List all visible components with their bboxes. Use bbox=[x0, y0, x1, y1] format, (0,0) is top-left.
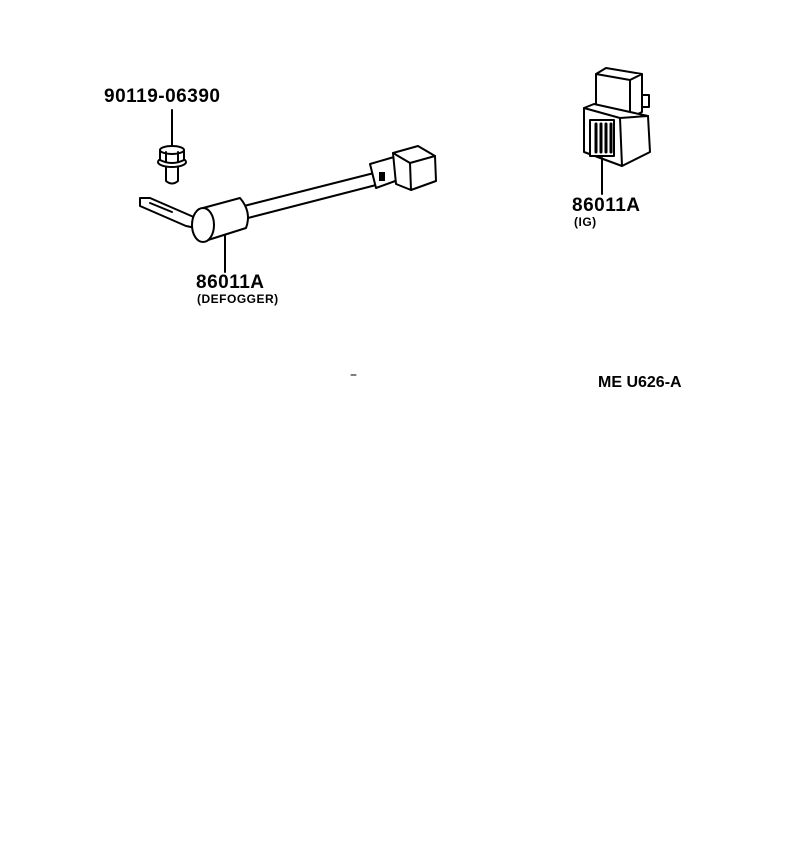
figure-code: ME U626-A bbox=[598, 374, 682, 391]
defogger-note: (DEFOGGER) bbox=[197, 292, 279, 306]
bolt-part-number: 90119-06390 bbox=[104, 86, 221, 107]
ig-relay-part-number: 86011A bbox=[572, 195, 641, 216]
condenser-cable-icon bbox=[139, 145, 437, 273]
bolt-icon bbox=[157, 109, 187, 185]
defogger-part-number: 86011A bbox=[196, 272, 265, 293]
ig-relay-note: (IG) bbox=[574, 215, 597, 229]
relay-box-icon bbox=[583, 67, 651, 195]
